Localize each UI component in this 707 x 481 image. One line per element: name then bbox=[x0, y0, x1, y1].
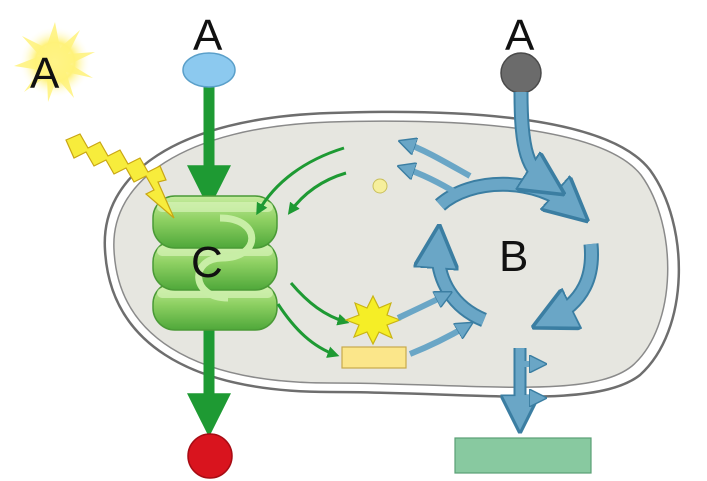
small-dot bbox=[372, 178, 388, 194]
label-cycle: B bbox=[499, 232, 529, 281]
green-arrow-lower-2 bbox=[276, 303, 340, 358]
label-input-right: A bbox=[505, 11, 535, 60]
thylakoid-stack bbox=[152, 195, 278, 331]
label-input-left: A bbox=[193, 11, 223, 60]
product-box bbox=[454, 437, 592, 474]
small-yellow-rect bbox=[341, 346, 407, 369]
lightning-bolt-icon bbox=[65, 133, 175, 219]
green-arrow-lower-1 bbox=[289, 282, 350, 326]
label-sunlight: A bbox=[30, 49, 60, 98]
sun-icon bbox=[14, 22, 95, 102]
green-arrow-upper-1 bbox=[256, 146, 345, 216]
label-thylakoid: C bbox=[191, 238, 223, 287]
output-circle-red bbox=[187, 433, 233, 479]
input-circle-left bbox=[182, 52, 236, 88]
green-arrow-upper-2 bbox=[287, 171, 347, 215]
calvin-cycle-arrows bbox=[398, 91, 600, 418]
energy-burst-icon bbox=[344, 294, 402, 346]
